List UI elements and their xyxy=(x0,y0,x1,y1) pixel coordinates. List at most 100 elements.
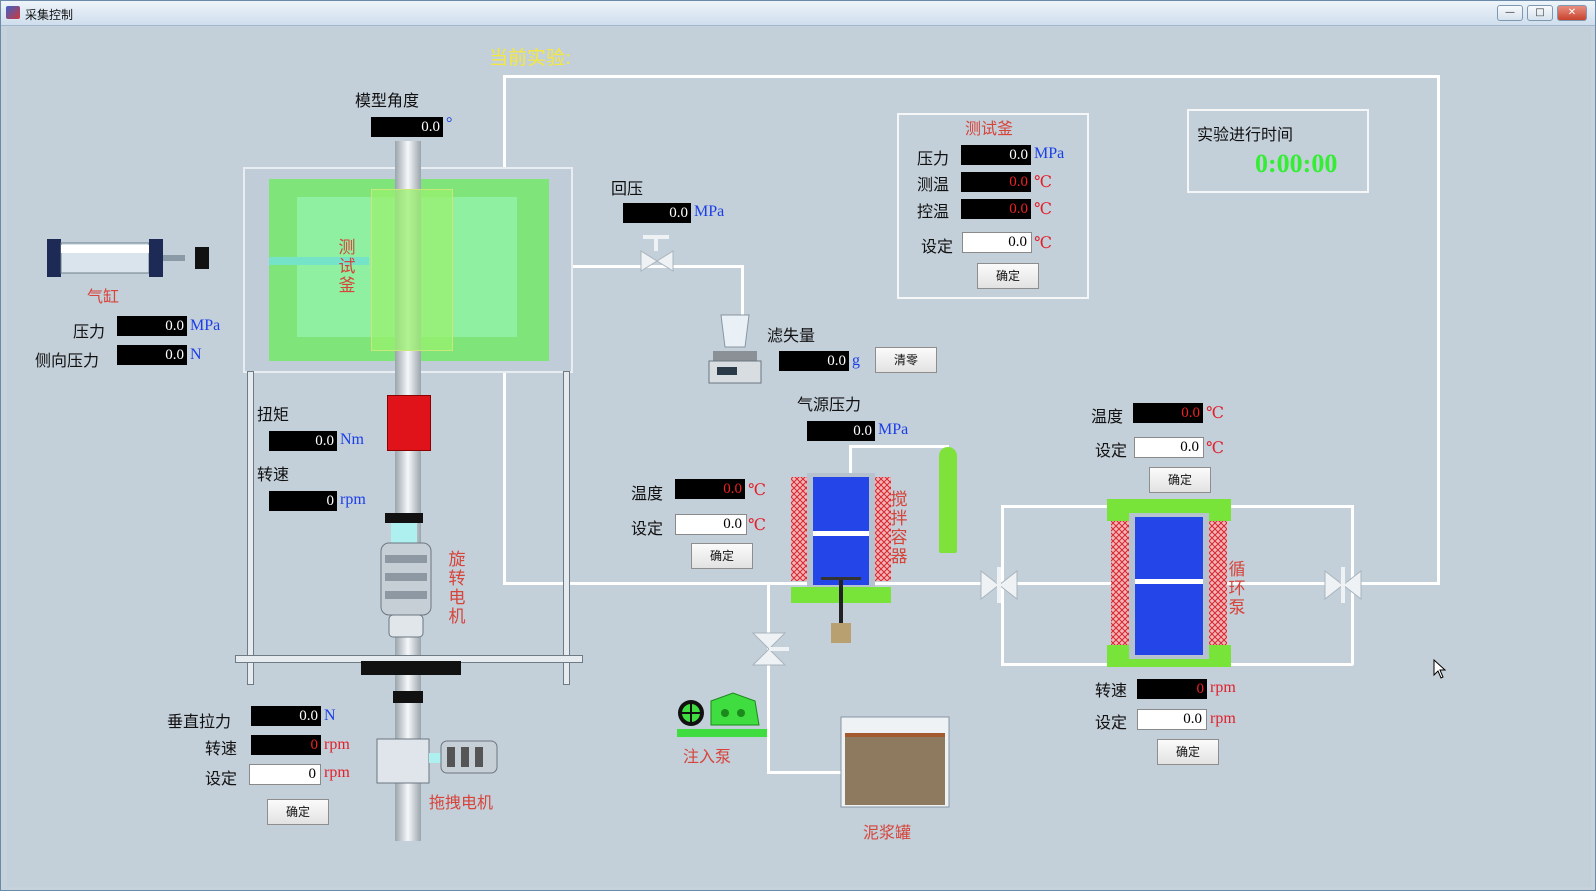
drag-set-label: 设定 xyxy=(205,769,238,788)
mud-tank-icon xyxy=(840,716,950,808)
circ-confirm-button[interactable]: 确定 xyxy=(1149,467,1211,493)
frame-leg-right xyxy=(563,371,570,685)
mixer-temp-unit: ℃ xyxy=(748,482,766,499)
mixer-vessel-icon xyxy=(791,473,891,643)
circ-speed-label: 转速 xyxy=(1095,681,1128,700)
model-angle-label: 模型角度 xyxy=(355,91,420,110)
tv-pressure-value: 0.0 xyxy=(961,145,1031,165)
tv-measure-temp-unit: ℃ xyxy=(1034,174,1052,191)
circ-speed-set-unit: rpm xyxy=(1210,710,1236,727)
title-bar: 采集控制 — □ ✕ xyxy=(1,1,1595,26)
injection-valve-icon xyxy=(751,632,789,666)
circ-set-input[interactable]: 0.0 xyxy=(1134,437,1204,458)
injection-pump-label: 注入泵 xyxy=(683,747,732,766)
rotation-speed-value: 0 xyxy=(269,491,337,511)
pipe-loop-top xyxy=(503,75,1439,78)
mixer-set-input[interactable]: 0.0 xyxy=(675,514,747,535)
model-angle-value: 0.0 xyxy=(371,117,443,137)
test-vessel-label: 测试釜 xyxy=(338,238,356,296)
back-pressure-valve-icon xyxy=(640,235,674,272)
circ-speed-set-label: 设定 xyxy=(1095,713,1128,732)
cylinder-pressure-value: 0.0 xyxy=(117,316,187,336)
vertical-pull-unit: N xyxy=(324,707,336,724)
tv-pressure-unit: MPa xyxy=(1034,145,1065,162)
cylinder-icon xyxy=(47,239,209,277)
gas-source-unit: MPa xyxy=(878,421,909,438)
test-vessel-panel xyxy=(897,113,1089,299)
back-pressure-value: 0.0 xyxy=(623,203,691,223)
mouse-cursor-icon xyxy=(1433,658,1447,679)
maximize-button[interactable]: □ xyxy=(1527,5,1553,21)
drag-speed-label: 转速 xyxy=(205,739,238,758)
pipe-gas-vertical xyxy=(849,447,852,477)
circ-speed-unit: rpm xyxy=(1210,679,1236,696)
filtrate-label: 滤失量 xyxy=(767,326,816,345)
shaft-coupling xyxy=(393,691,423,703)
process-canvas: 当前实验: 模型角度 0.0 ° 测试釜 xyxy=(7,27,1591,887)
circ-speed-confirm-button[interactable]: 确定 xyxy=(1157,739,1219,765)
vertical-pull-value: 0.0 xyxy=(251,706,321,726)
mixer-label: 搅拌容器 xyxy=(890,490,908,567)
rotation-speed-label: 转速 xyxy=(257,465,290,484)
rotation-speed-unit: rpm xyxy=(340,491,366,508)
timer-label: 实验进行时间 xyxy=(1197,125,1294,144)
drag-speed-unit: rpm xyxy=(324,736,350,753)
circ-speed-value: 0 xyxy=(1137,679,1207,699)
circ-speed-set-input[interactable]: 0.0 xyxy=(1137,709,1207,730)
pipe-loop-right xyxy=(1437,75,1440,585)
mixer-temp-label: 温度 xyxy=(631,484,664,503)
current-experiment-label: 当前实验: xyxy=(489,47,572,69)
mixer-set-label: 设定 xyxy=(631,519,664,538)
circ-set-unit: ℃ xyxy=(1206,440,1224,457)
torque-unit: Nm xyxy=(340,431,364,448)
frame-leg-left xyxy=(247,371,254,685)
cylinder-pressure-unit: MPa xyxy=(190,317,221,334)
cylinder-label: 气缸 xyxy=(87,287,120,306)
tv-set-label: 设定 xyxy=(921,237,954,256)
tv-measure-temp-label: 测温 xyxy=(917,175,950,194)
model-angle-unit: ° xyxy=(446,115,453,132)
mixer-confirm-button[interactable]: 确定 xyxy=(691,543,753,569)
mixer-temp-value: 0.0 xyxy=(675,479,745,499)
drag-confirm-button[interactable]: 确定 xyxy=(267,799,329,825)
torque-sensor xyxy=(387,395,431,451)
circ-pump-label: 循环泵 xyxy=(1228,560,1246,618)
gas-cylinder-icon xyxy=(939,447,957,553)
test-vessel-panel-title: 测试釜 xyxy=(965,119,1014,138)
window-title: 采集控制 xyxy=(25,8,74,22)
close-button[interactable]: ✕ xyxy=(1557,5,1587,21)
rotary-motor-icon xyxy=(380,513,432,638)
circ-temp-value: 0.0 xyxy=(1133,403,1203,423)
cylinder-rod xyxy=(269,257,369,265)
timer-panel xyxy=(1187,109,1369,193)
pipe-gas-horizontal xyxy=(849,445,949,448)
check-valve-right-icon xyxy=(1324,567,1362,603)
pipe-injection-vertical xyxy=(767,583,770,773)
pipe-loop-bottom xyxy=(503,582,1440,585)
filtrate-clear-button[interactable]: 清零 xyxy=(875,347,937,373)
torque-value: 0.0 xyxy=(269,431,337,451)
filtrate-unit: g xyxy=(852,352,860,369)
tv-control-temp-unit: ℃ xyxy=(1034,201,1052,218)
cylinder-pressure-label: 压力 xyxy=(73,322,106,341)
mud-tank-label: 泥浆罐 xyxy=(863,823,912,842)
tv-control-temp-label: 控温 xyxy=(917,202,950,221)
drag-speed-value: 0 xyxy=(251,735,321,755)
app-icon xyxy=(6,6,20,19)
minimize-button[interactable]: — xyxy=(1497,5,1523,21)
circ-set-label: 设定 xyxy=(1095,441,1128,460)
balance-icon xyxy=(708,314,762,384)
tv-confirm-button[interactable]: 确定 xyxy=(977,263,1039,289)
gas-source-label: 气源压力 xyxy=(797,395,862,414)
drag-set-input[interactable]: 0 xyxy=(249,764,321,785)
vertical-pull-label: 垂直拉力 xyxy=(167,712,232,731)
back-pressure-label: 回压 xyxy=(611,179,644,198)
tv-set-input[interactable]: 0.0 xyxy=(962,232,1032,253)
torque-label: 扭矩 xyxy=(257,405,290,424)
rotary-motor-label: 旋转电机 xyxy=(448,550,466,627)
gas-source-value: 0.0 xyxy=(807,421,875,441)
base-clamp xyxy=(361,661,461,675)
lateral-pressure-value: 0.0 xyxy=(117,345,187,365)
check-valve-left-icon xyxy=(980,567,1018,603)
